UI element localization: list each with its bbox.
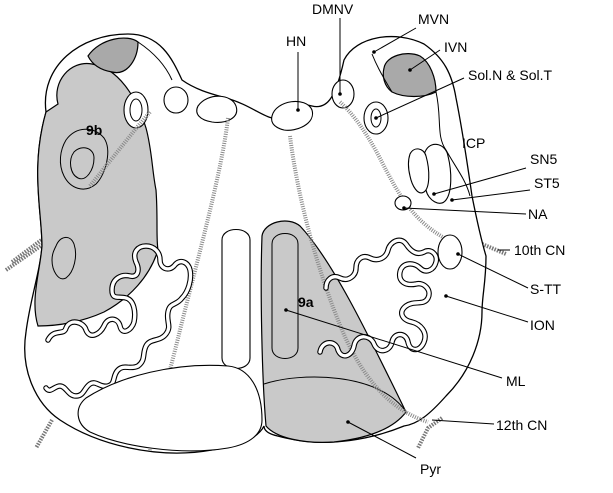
stt-leader-dot: [456, 252, 460, 256]
right-12th-fiber: [288, 135, 429, 424]
left-solitary-oval: [123, 91, 149, 129]
hn-leader-dot: [296, 108, 300, 112]
label-st5: ST5: [534, 175, 560, 191]
label-icp: ICP: [462, 135, 485, 151]
label-hn: HN: [286, 33, 306, 49]
ml-leader-dot: [284, 308, 288, 312]
na-leader: [403, 207, 527, 215]
left-pyramid: [77, 364, 263, 452]
label-region-9a: 9a: [298, 294, 314, 310]
mvn-border: [371, 53, 393, 93]
ivn-leader: [409, 49, 441, 71]
left-stt-outline: [51, 237, 77, 280]
sol-leader: [375, 77, 465, 119]
pyr-leader-dot: [346, 420, 350, 424]
label-10th-cn: 10th CN: [514, 242, 565, 258]
label-stt: S-TT: [530, 281, 562, 297]
right-pyramid-border: [263, 376, 407, 413]
region-9b: [34, 62, 159, 327]
label-region-9b: 9b: [86, 122, 102, 138]
label-na: NA: [528, 206, 548, 222]
left-ml: [221, 228, 251, 370]
label-sn5: SN5: [530, 151, 557, 167]
ion-leader: [445, 295, 529, 323]
left-st5-outline: [70, 147, 95, 180]
left-vestibular-border: [137, 41, 173, 81]
ivn-leader-dot: [408, 68, 412, 72]
dmnv-oval: [331, 79, 355, 109]
na-oval: [394, 195, 412, 211]
st5-leader: [451, 189, 531, 201]
sn5-leader-dot: [432, 192, 436, 196]
label-12th-cn: 12th CN: [496, 417, 547, 433]
cn12-leader: [431, 419, 495, 425]
stt-leader: [457, 253, 529, 289]
mvn-leader-dot: [372, 50, 376, 54]
label-sol: Sol.N & Sol.T: [468, 67, 552, 83]
sn5-leader: [433, 167, 527, 195]
right-ion-lumen: [318, 238, 438, 358]
st5-outline: [407, 148, 430, 194]
right-12th-cn-root: [416, 416, 444, 449]
left-10th-cn-root-2: [10, 236, 46, 264]
left-sn5-outline: [59, 128, 109, 190]
hn-oval: [271, 100, 313, 131]
right-solitary-core: [370, 108, 382, 128]
region-9a: [260, 220, 407, 443]
left-10th-fiber: [88, 110, 152, 188]
left-solitary-core: [129, 98, 143, 122]
left-vestibular-dark: [87, 37, 139, 74]
right-10th-cn-root: [481, 242, 507, 256]
left-dmnv-oval: [163, 86, 189, 114]
na-leader-dot: [402, 206, 406, 210]
label-mvn: MVN: [418, 11, 449, 27]
label-dmnv: DMNV: [312, 1, 354, 17]
label-ion: ION: [530, 317, 555, 333]
right-ml-outline: [271, 233, 299, 359]
stt-oval: [437, 234, 463, 270]
label-ml: ML: [506, 373, 526, 389]
mvn-leader: [373, 27, 417, 53]
pyr-leader: [347, 421, 417, 459]
left-10th-cn-root: [4, 243, 44, 272]
label-pyr: Pyr: [420, 461, 441, 477]
ml-leader: [285, 309, 503, 379]
dmnv-leader-dot: [338, 92, 342, 96]
sol-leader-dot: [374, 116, 378, 120]
ion-leader-dot: [444, 294, 448, 298]
right-10th-fiber: [338, 100, 449, 242]
label-ivn: IVN: [444, 39, 467, 55]
st5-leader-dot: [450, 198, 454, 202]
left-12th-cn-root: [34, 419, 54, 449]
left-hn-oval: [196, 95, 238, 123]
